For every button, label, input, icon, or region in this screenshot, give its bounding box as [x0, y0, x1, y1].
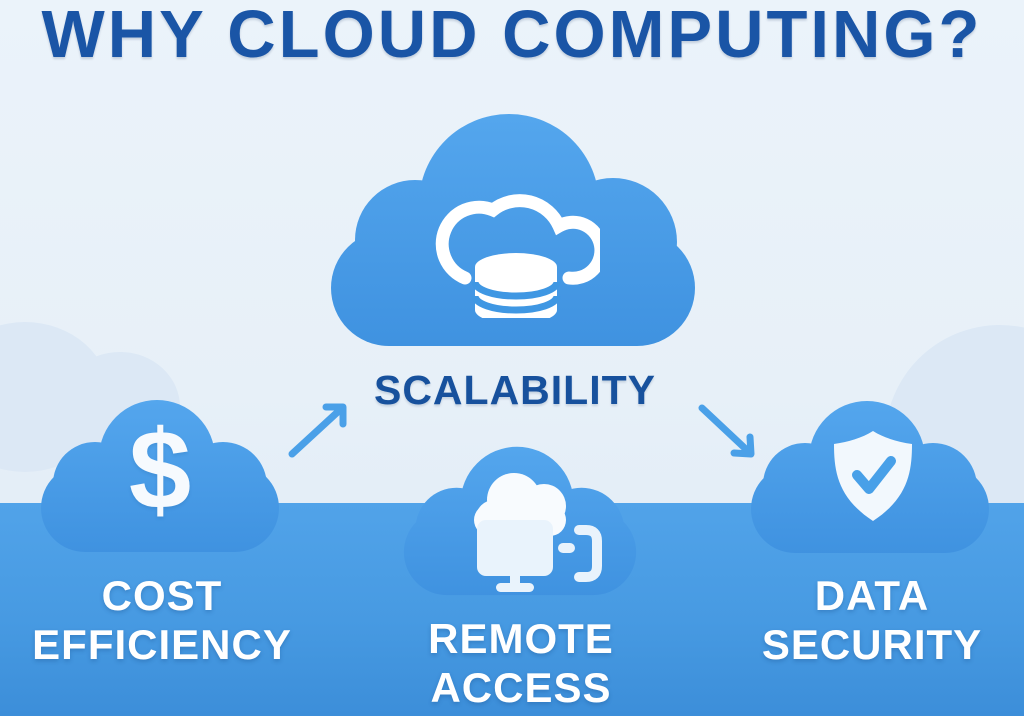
- arrow-down-right-icon: [698, 404, 755, 458]
- arrow-up-right-icon: [288, 403, 347, 458]
- label-cost-efficiency: COST EFFICIENCY: [32, 572, 292, 669]
- shield-check-icon: [834, 431, 912, 521]
- remote-desktop-icon: [474, 473, 602, 592]
- cloud-shape-cost-efficiency: [41, 400, 279, 552]
- label-scalability: SCALABILITY: [373, 367, 657, 413]
- label-data-security: DATA SECURITY: [761, 572, 983, 669]
- cloud-shape-scalability: [331, 114, 695, 346]
- dollar-icon: $: [128, 407, 192, 532]
- label-remote-access: REMOTE ACCESS: [428, 615, 614, 712]
- cloud-database-icon: [435, 194, 600, 318]
- page-title: WHY CLOUD COMPUTING?: [41, 0, 983, 72]
